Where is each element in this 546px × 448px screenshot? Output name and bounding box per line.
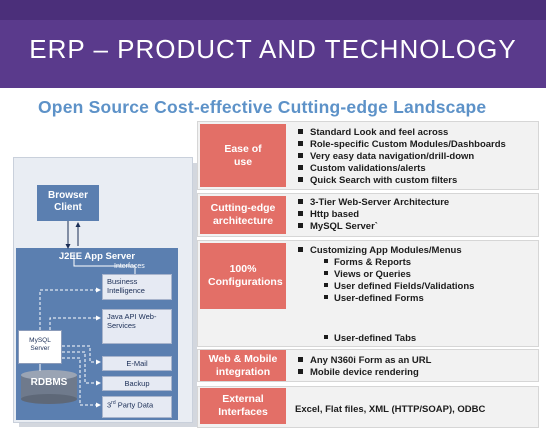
bullet-item: Very easy data navigation/drill-down xyxy=(298,151,474,162)
sub-bullet-item: Views or Queries xyxy=(324,269,411,280)
bullet-square-icon xyxy=(324,259,328,264)
email-label: E-Mail xyxy=(126,359,148,368)
mysql-server-box: MySQL Server xyxy=(18,330,62,364)
sub-bullet-item: User defined Fields/Validations xyxy=(324,281,474,292)
bullet-square-icon xyxy=(298,246,303,252)
business-intelligence-box: Business Intelligence xyxy=(102,274,172,300)
bullet-square-icon xyxy=(298,210,303,216)
category-label: External Interfaces xyxy=(218,393,268,418)
bullet-item: Http based xyxy=(298,209,359,220)
third-party-box: 3rd Party Data xyxy=(102,396,172,418)
sub-bullet-item: User-defined Tabs xyxy=(324,333,416,344)
bullet-square-icon xyxy=(298,128,303,134)
bullet-square-icon xyxy=(298,368,303,374)
bullet-item: Mobile device rendering xyxy=(298,367,419,378)
java-api-label: Java API Web-Services xyxy=(107,312,157,330)
bullet-item: Quick Search with custom filters xyxy=(298,175,457,186)
bullet-square-icon xyxy=(324,283,328,288)
bullet-item: 3-Tier Web-Server Architecture xyxy=(298,197,449,208)
sub-bullet-item: Forms & Reports xyxy=(324,257,411,268)
category-label: Ease of use xyxy=(224,142,262,168)
third-party-number: 3 xyxy=(107,400,112,410)
category-configurations: 100% Configurations xyxy=(200,243,286,309)
email-box: E-Mail xyxy=(102,356,172,371)
bullet-square-icon xyxy=(298,152,303,158)
sub-bullet-item: User-defined Forms xyxy=(324,293,424,304)
category-ease-of-use: Ease of use xyxy=(200,124,286,187)
category-label: Cutting-edge architecture xyxy=(210,202,276,227)
bullet-square-icon xyxy=(298,222,303,228)
page-title: ERP – PRODUCT AND TECHNOLOGY xyxy=(29,34,517,64)
browser-client-box: Browser Client xyxy=(37,185,99,221)
external-interfaces-text: Excel, Flat files, XML (HTTP/SOAP), ODBC xyxy=(295,404,486,415)
bullet-square-icon xyxy=(298,164,303,170)
bullet-item: Standard Look and feel across xyxy=(298,127,448,138)
rdbms-label: RDBMS xyxy=(30,377,68,388)
bullet-square-icon xyxy=(298,356,303,362)
bullet-item: Any N360i Form as an URL xyxy=(298,355,431,366)
bullet-square-icon xyxy=(324,335,328,340)
backup-box: Backup xyxy=(102,376,172,391)
bullet-item: Role-specific Custom Modules/Dashboards xyxy=(298,139,506,150)
bullet-item: MySQL Server` xyxy=(298,221,378,232)
bullet-square-icon xyxy=(324,295,328,300)
business-intelligence-label: Business Intelligence xyxy=(107,277,145,295)
browser-client-label: Browser Client xyxy=(47,190,88,213)
bullet-square-icon xyxy=(298,140,303,146)
bullet-square-icon xyxy=(298,198,303,204)
bullet-item: Custom validations/alerts xyxy=(298,163,426,174)
category-web-mobile: Web & Mobile integration xyxy=(200,350,286,381)
third-party-label: Party Data xyxy=(117,400,154,410)
app-server-title: J2EE App Server xyxy=(58,251,136,262)
category-external-interfaces: External Interfaces xyxy=(200,388,286,424)
backup-label: Backup xyxy=(124,379,150,388)
bullet-square-icon xyxy=(298,176,303,182)
category-label: Web & Mobile integration xyxy=(208,352,278,378)
panel-shadow xyxy=(193,163,197,427)
page-subtitle: Open Source Cost-effective Cutting-edge … xyxy=(38,97,487,117)
java-api-box: Java API Web-Services xyxy=(102,309,172,344)
mysql-server-label: MySQL Server xyxy=(29,337,51,352)
category-label: 100% Configurations xyxy=(208,263,283,288)
bullet-square-icon xyxy=(324,271,328,276)
category-architecture: Cutting-edge architecture xyxy=(200,196,286,234)
interfaces-label: Interfaces xyxy=(114,263,145,270)
bullet-item: Customizing App Modules/Menus xyxy=(298,245,462,256)
panel-shadow xyxy=(19,423,197,427)
third-party-superscript: rd xyxy=(111,400,116,406)
header-stripe xyxy=(0,0,546,20)
